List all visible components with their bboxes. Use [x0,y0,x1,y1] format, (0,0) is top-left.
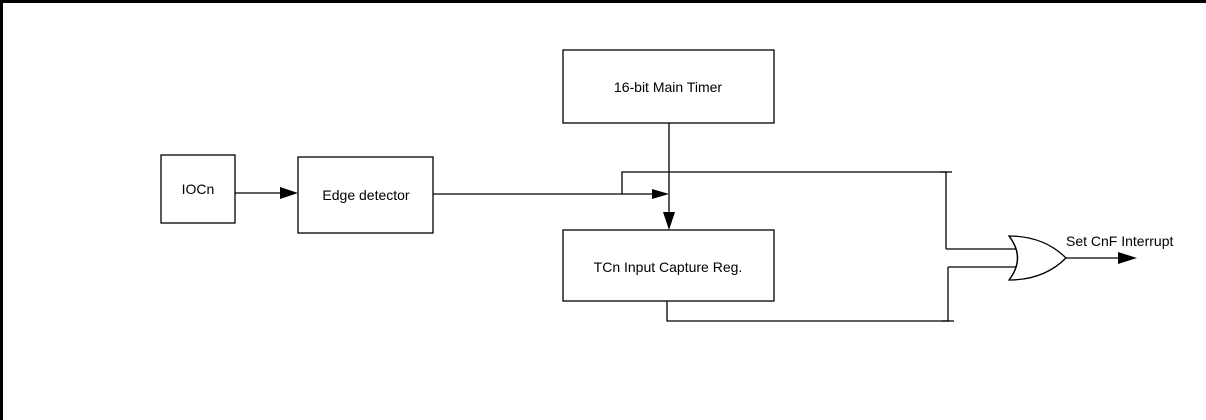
capture-to-or-wire [666,266,1019,322]
main-timer-label: 16-bit Main Timer [614,79,722,95]
capture-register-block: TCn Input Capture Reg. [562,229,775,302]
capture-register-label: TCn Input Capture Reg. [594,259,743,275]
interrupt-output-label: Set CnF Interrupt [1066,233,1173,249]
timer-to-capture-arrow [663,123,675,230]
or-gate [1007,235,1067,281]
edge-to-capture-arrow [433,189,669,199]
ioc-block: IOCn [160,154,236,224]
interrupt-output-arrow [1066,252,1137,264]
edge-detector-label: Edge detector [322,187,410,203]
main-timer-block: 16-bit Main Timer [562,49,775,124]
ioc-label: IOCn [182,181,215,197]
edge-detector-block: Edge detector [297,156,434,234]
edge-to-or-wire [621,171,1019,250]
ioc-to-edge-arrow [235,187,298,199]
